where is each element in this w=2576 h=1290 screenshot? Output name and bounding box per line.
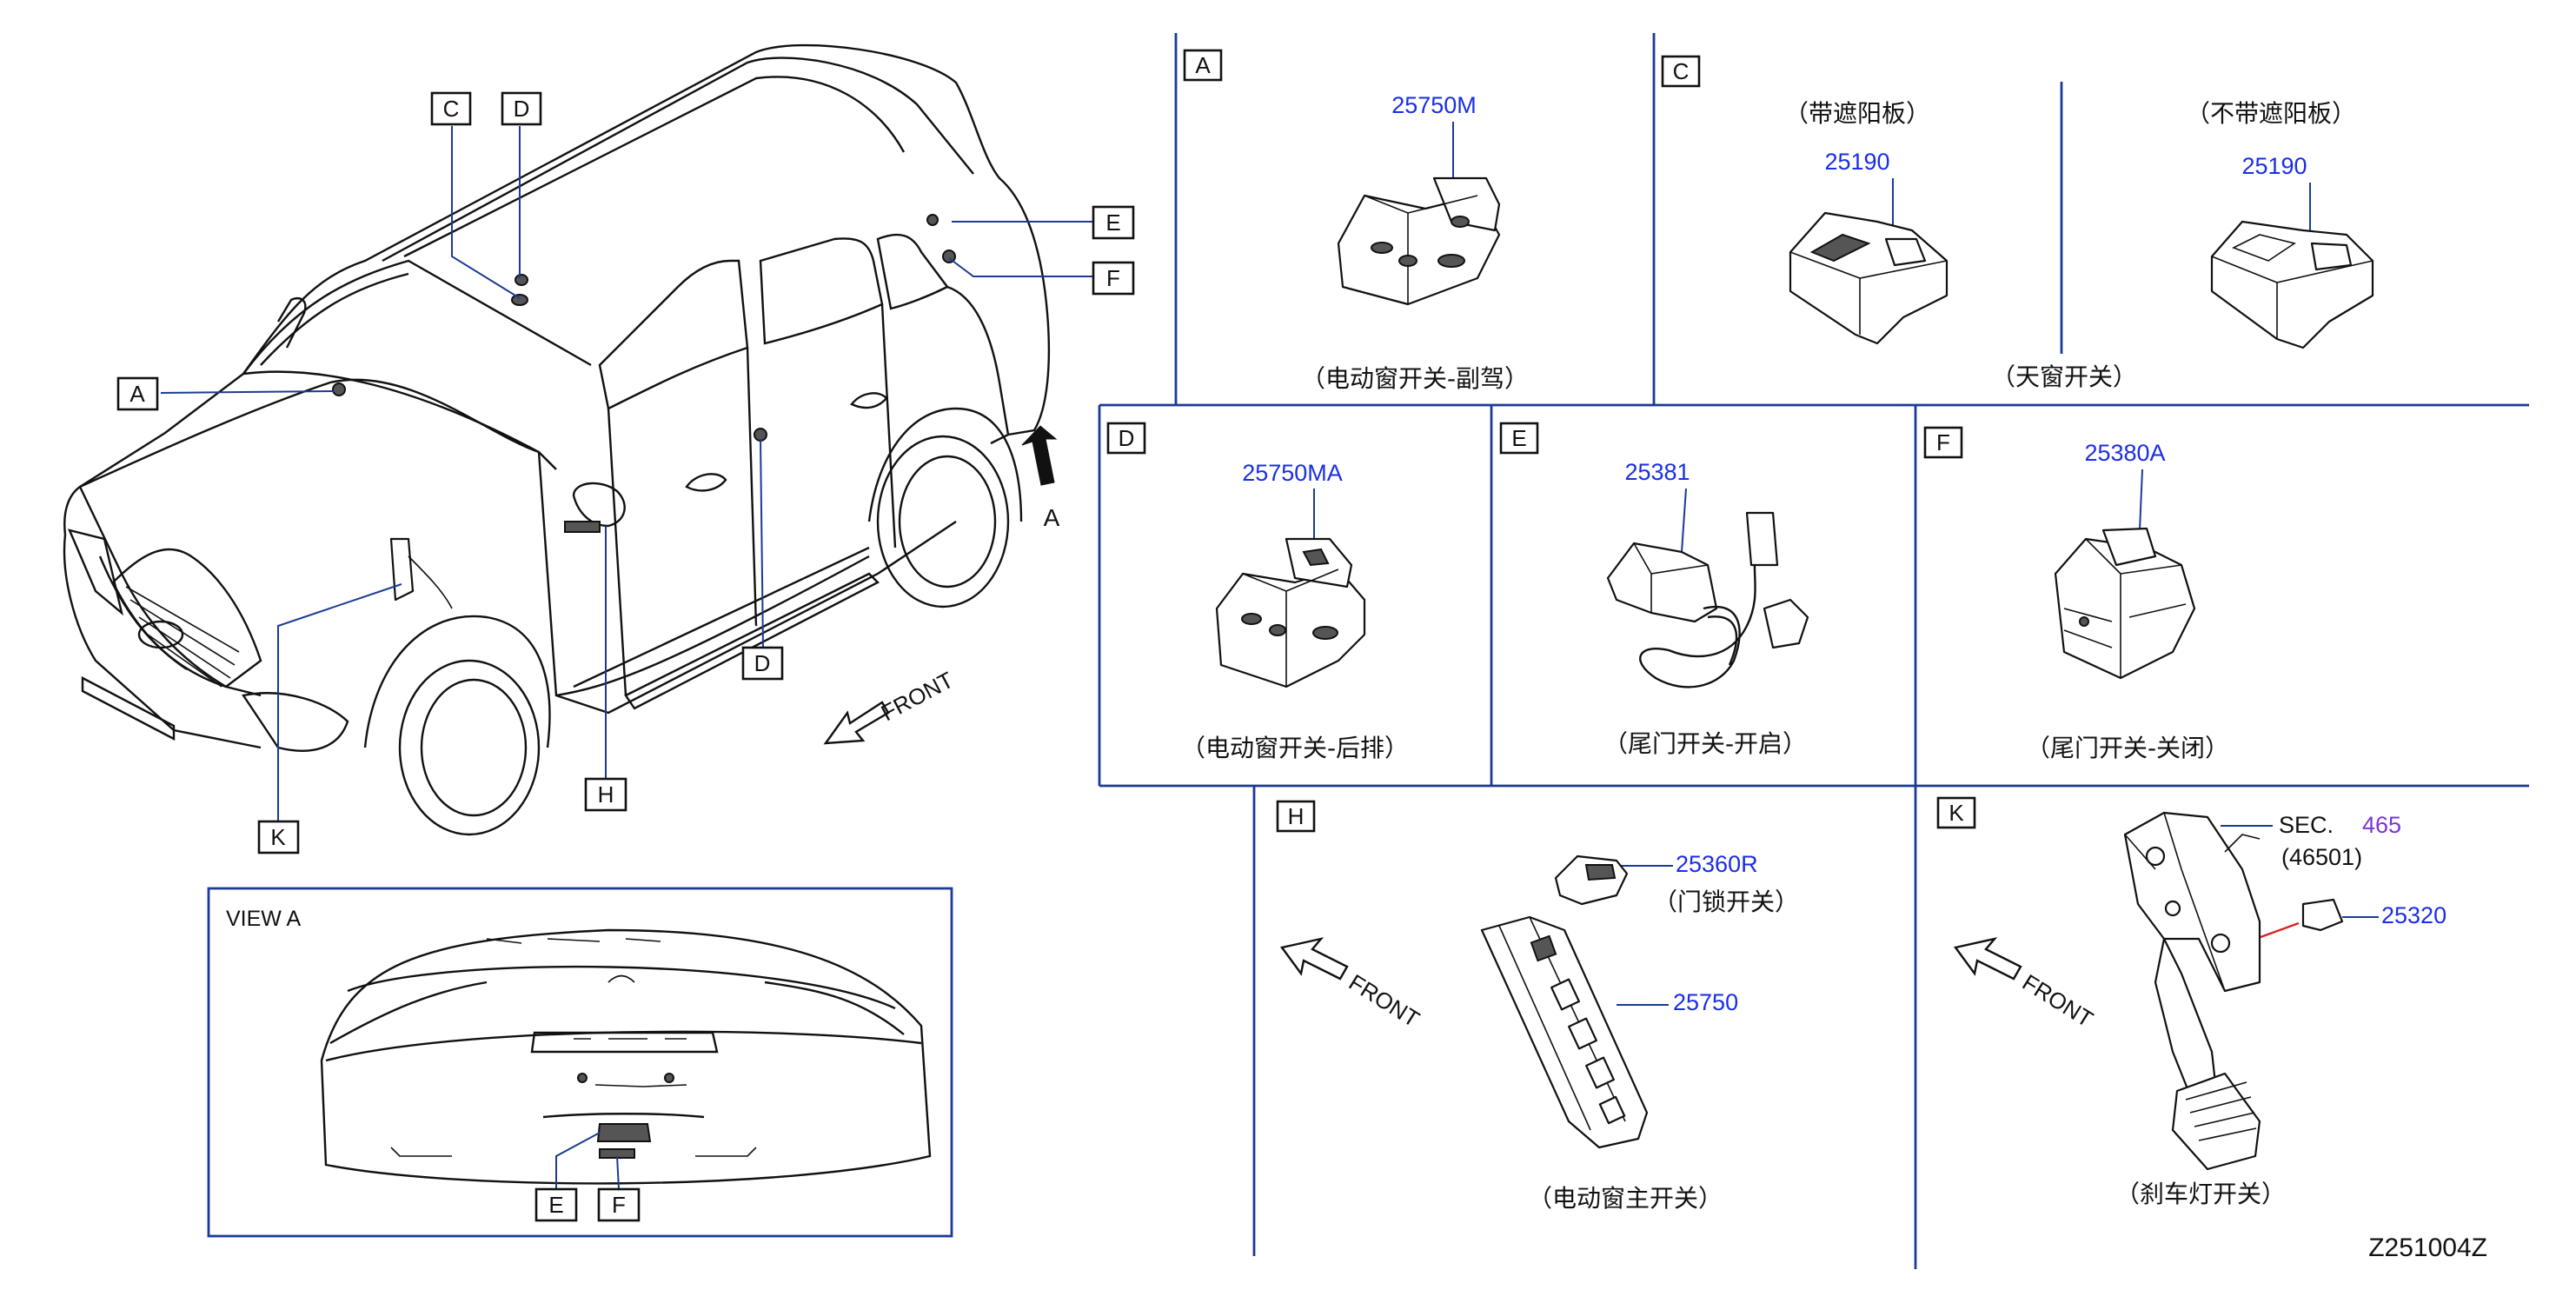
panel-H: H 25360R （门锁开关） 25750 FRONT （电动窗主开关）	[1276, 800, 1799, 1213]
front-arrow-K: FRONT	[1953, 937, 2098, 1033]
car-callout-C: C	[430, 91, 472, 126]
svg-text:SEC.: SEC.	[2279, 812, 2334, 838]
front-arrow-car: FRONT	[823, 667, 958, 745]
svg-text:（尾门开关-关闭）: （尾门开关-关闭）	[2026, 734, 2229, 762]
part-number-25190-right: 25190	[2241, 153, 2307, 179]
part-number-25750MA: 25750MA	[1242, 460, 1343, 486]
part-number-25380A: 25380A	[2084, 440, 2165, 466]
svg-text:（刹车灯开关）: （刹车灯开关）	[2115, 1180, 2286, 1208]
vehicle-overview	[63, 43, 1051, 836]
svg-text:C: C	[1673, 58, 1690, 84]
part-number-25750M: 25750M	[1391, 92, 1477, 118]
svg-text:D: D	[754, 650, 771, 676]
svg-text:F: F	[1106, 265, 1120, 291]
svg-text:K: K	[270, 824, 286, 850]
svg-text:A: A	[1044, 504, 1060, 531]
view-a-arrow: A	[1021, 425, 1060, 531]
svg-text:（电动窗主开关）: （电动窗主开关）	[1528, 1184, 1723, 1213]
car-callout-K: K	[257, 820, 300, 854]
tailgate-open-switch-drawing	[1606, 511, 1809, 688]
car-callout-F: F	[1092, 261, 1135, 296]
vehicle-leaders	[160, 126, 1093, 821]
car-callout-E: E	[1092, 205, 1135, 240]
drawing-id: Z251004Z	[2368, 1233, 2487, 1262]
svg-text:FRONT: FRONT	[1344, 969, 1424, 1033]
switch-25750MA-drawing	[1215, 537, 1366, 688]
svg-text:（尾门开关-开启）: （尾门开关-开启）	[1603, 729, 1807, 758]
panel-F: F 25380A （尾门开关-关闭）	[1923, 426, 2229, 762]
svg-text:（带遮阳板）: （带遮阳板）	[1784, 99, 1930, 128]
car-callout-H: H	[584, 777, 627, 812]
car-callout-A: A	[116, 376, 159, 411]
svg-text:（门锁开关）: （门锁开关）	[1653, 888, 1799, 916]
switch-25750M-drawing	[1337, 176, 1501, 306]
svg-text:（电动窗开关-后排）: （电动窗开关-后排）	[1181, 734, 1409, 762]
tailgate-close-switch-drawing	[2054, 527, 2196, 680]
panel-frame	[1098, 33, 2529, 1269]
svg-text:C: C	[443, 96, 460, 122]
svg-text:(46501): (46501)	[2281, 844, 2362, 870]
part-number-25750: 25750	[1673, 989, 1738, 1015]
view-a-box: VIEW A	[207, 887, 953, 1238]
svg-text:F: F	[612, 1192, 626, 1218]
panel-K: K SEC. 465 (46501) 25320 FRONT （刹车灯开关）	[1936, 796, 2447, 1208]
svg-text:H: H	[1288, 803, 1305, 829]
view-a-callout-E: E	[534, 1187, 578, 1222]
view-a-callout-F: F	[597, 1187, 641, 1222]
front-arrow-H: FRONT	[1279, 937, 1424, 1033]
svg-text:H: H	[598, 781, 614, 808]
svg-text:（电动窗开关-副驾）: （电动窗开关-副驾）	[1301, 364, 1529, 393]
svg-text:F: F	[1936, 429, 1950, 455]
part-number-25190-left: 25190	[1824, 149, 1889, 175]
svg-text:VIEW A: VIEW A	[226, 907, 301, 931]
svg-text:FRONT: FRONT	[2018, 969, 2098, 1033]
svg-text:E: E	[1105, 209, 1120, 236]
svg-text:A: A	[1195, 52, 1211, 78]
car-callout-D-top: D	[501, 91, 542, 126]
svg-text:FRONT: FRONT	[877, 667, 958, 727]
svg-text:K: K	[1949, 800, 1964, 826]
brake-pedal-drawing	[2123, 811, 2344, 1171]
panel-D: D 25750MA （电动窗开关-后排）	[1106, 422, 1409, 762]
svg-text:E: E	[548, 1192, 563, 1218]
sunroof-switch-without-shade-drawing	[2210, 220, 2374, 349]
section-ref-465: 465	[2362, 812, 2401, 838]
view-a-leaders	[555, 1132, 620, 1190]
part-number-25320: 25320	[2381, 902, 2447, 928]
sunroof-switch-with-shade-drawing	[1789, 211, 1949, 345]
svg-text:D: D	[1119, 425, 1135, 451]
svg-text:D: D	[514, 96, 530, 122]
part-number-25360R: 25360R	[1676, 851, 1758, 877]
panel-E: E 25381 （尾门开关-开启）	[1499, 422, 1809, 758]
main-window-switch-drawing	[1480, 915, 1649, 1149]
part-number-25381: 25381	[1624, 459, 1690, 485]
door-lock-switch-drawing	[1554, 854, 1629, 906]
panel-C: C （带遮阳板） （不带遮阳板） 25190 25190 （天窗开关）	[1661, 55, 2374, 391]
svg-text:E: E	[1511, 425, 1526, 451]
svg-text:（不带遮阳板）: （不带遮阳板）	[2186, 99, 2356, 128]
panel-A: A 25750M （电动窗开关-副驾）	[1183, 49, 1529, 393]
car-callout-D-side: D	[741, 646, 784, 681]
svg-text:A: A	[129, 381, 145, 407]
svg-text:（天窗开关）: （天窗开关）	[1991, 362, 2137, 391]
